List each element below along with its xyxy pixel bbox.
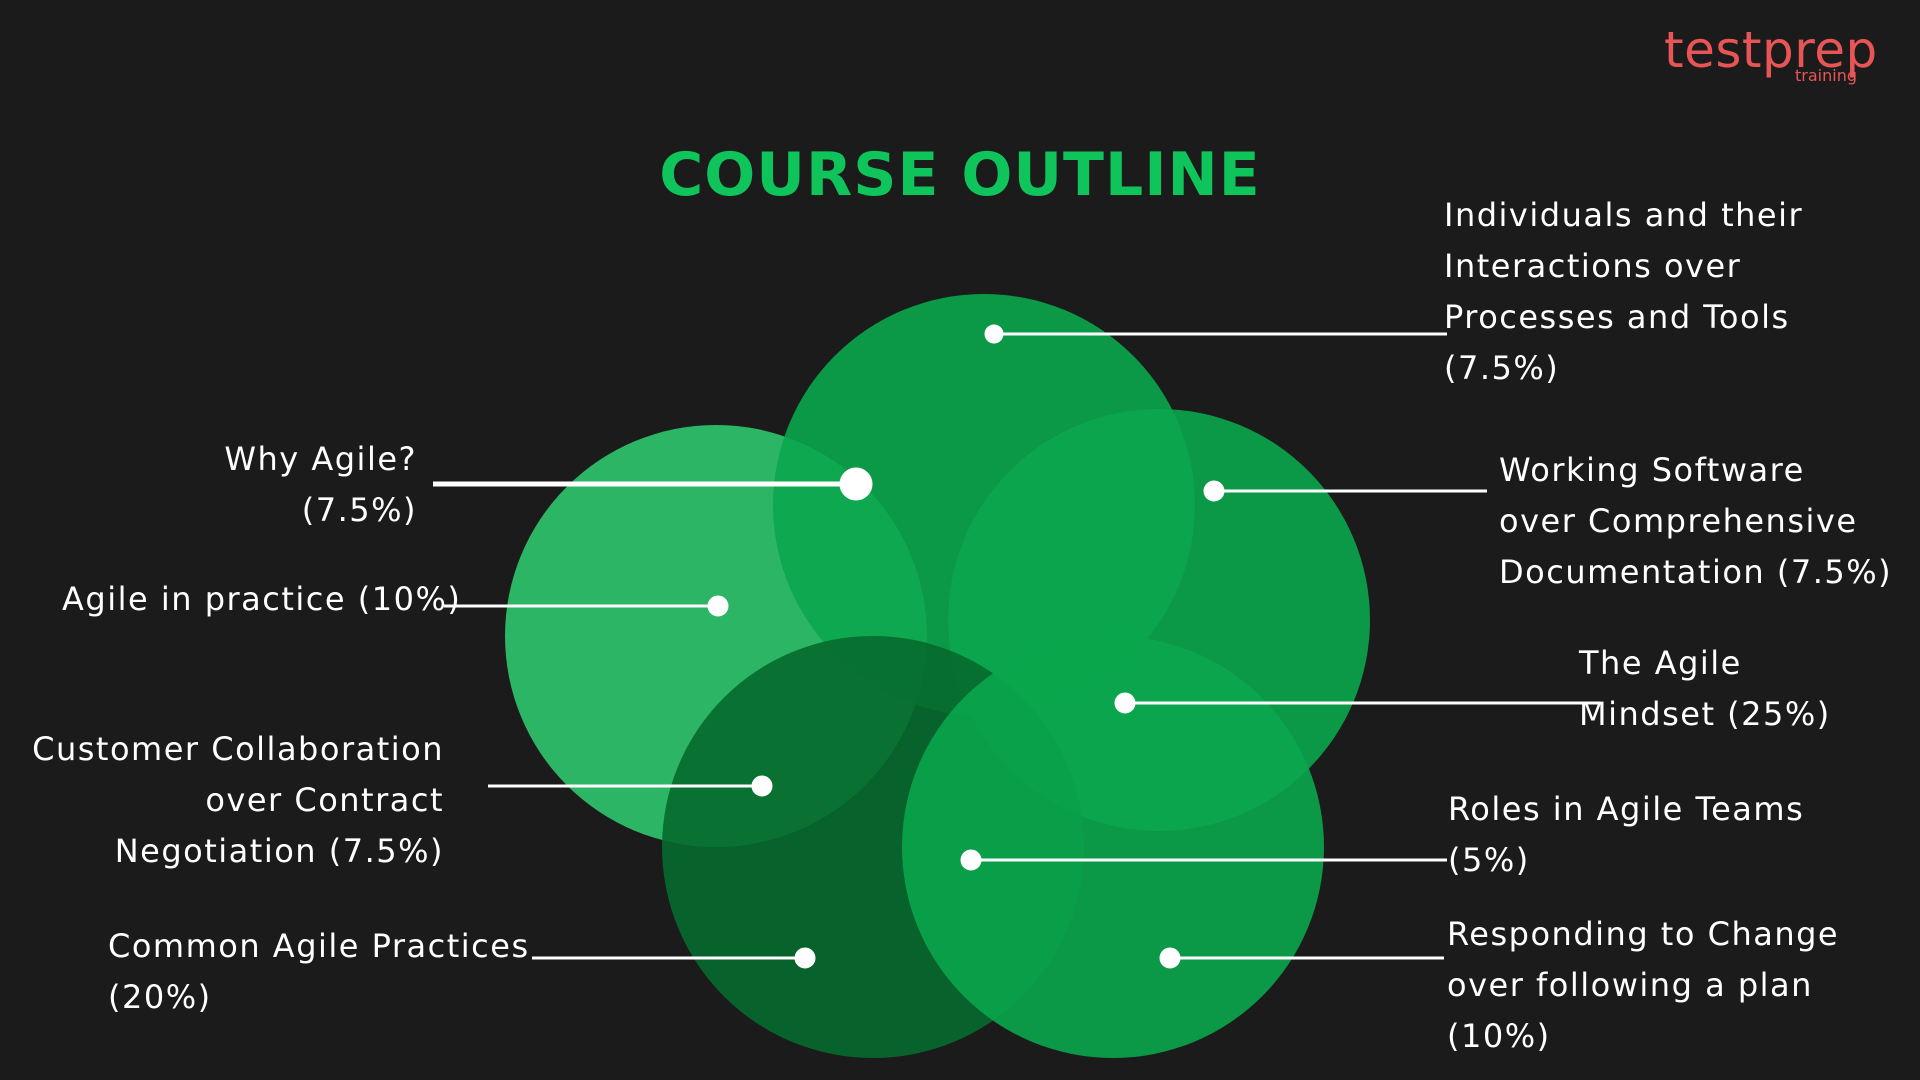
page-title: COURSE OUTLINE (659, 140, 1261, 210)
topic-agile-mindset: The Agile Mindset (25%) (1579, 644, 1831, 733)
leader-dot-working-software (1203, 480, 1225, 502)
leader-dot-individuals (984, 324, 1004, 344)
leader-dot-common-practices (794, 947, 816, 969)
topic-customer-collaboration: Customer Collaboration over Contract Neg… (32, 730, 444, 870)
logo-subtext: training (1795, 66, 1857, 85)
leader-dot-agile-in-practice (707, 595, 729, 617)
topic-individuals: Individuals and their Interactions over … (1444, 196, 1804, 387)
topic-why-agile: Why Agile? (7.5%) (224, 440, 417, 529)
topic-working-software: Working Software over Comprehensive Docu… (1499, 451, 1893, 591)
topic-agile-in-practice: Agile in practice (10%) (62, 580, 462, 618)
topic-responding-change: Responding to Change over following a pl… (1447, 915, 1840, 1055)
logo-wordmark: testprep (1664, 21, 1878, 79)
leader-lines (433, 324, 1600, 969)
leader-dot-customer-collaboration (751, 775, 773, 797)
topic-roles: Roles in Agile Teams (5%) (1448, 790, 1805, 879)
circle-group (505, 294, 1370, 1058)
leader-dot-agile-mindset (1114, 692, 1136, 714)
leader-dot-roles (960, 849, 982, 871)
topic-common-practices: Common Agile Practices (20%) (108, 927, 530, 1016)
leader-dot-why-agile (839, 467, 873, 501)
leader-dot-responding-change (1159, 947, 1181, 969)
testprep-logo: testprep training (1664, 22, 1884, 92)
circle-bottom-right (902, 636, 1324, 1058)
